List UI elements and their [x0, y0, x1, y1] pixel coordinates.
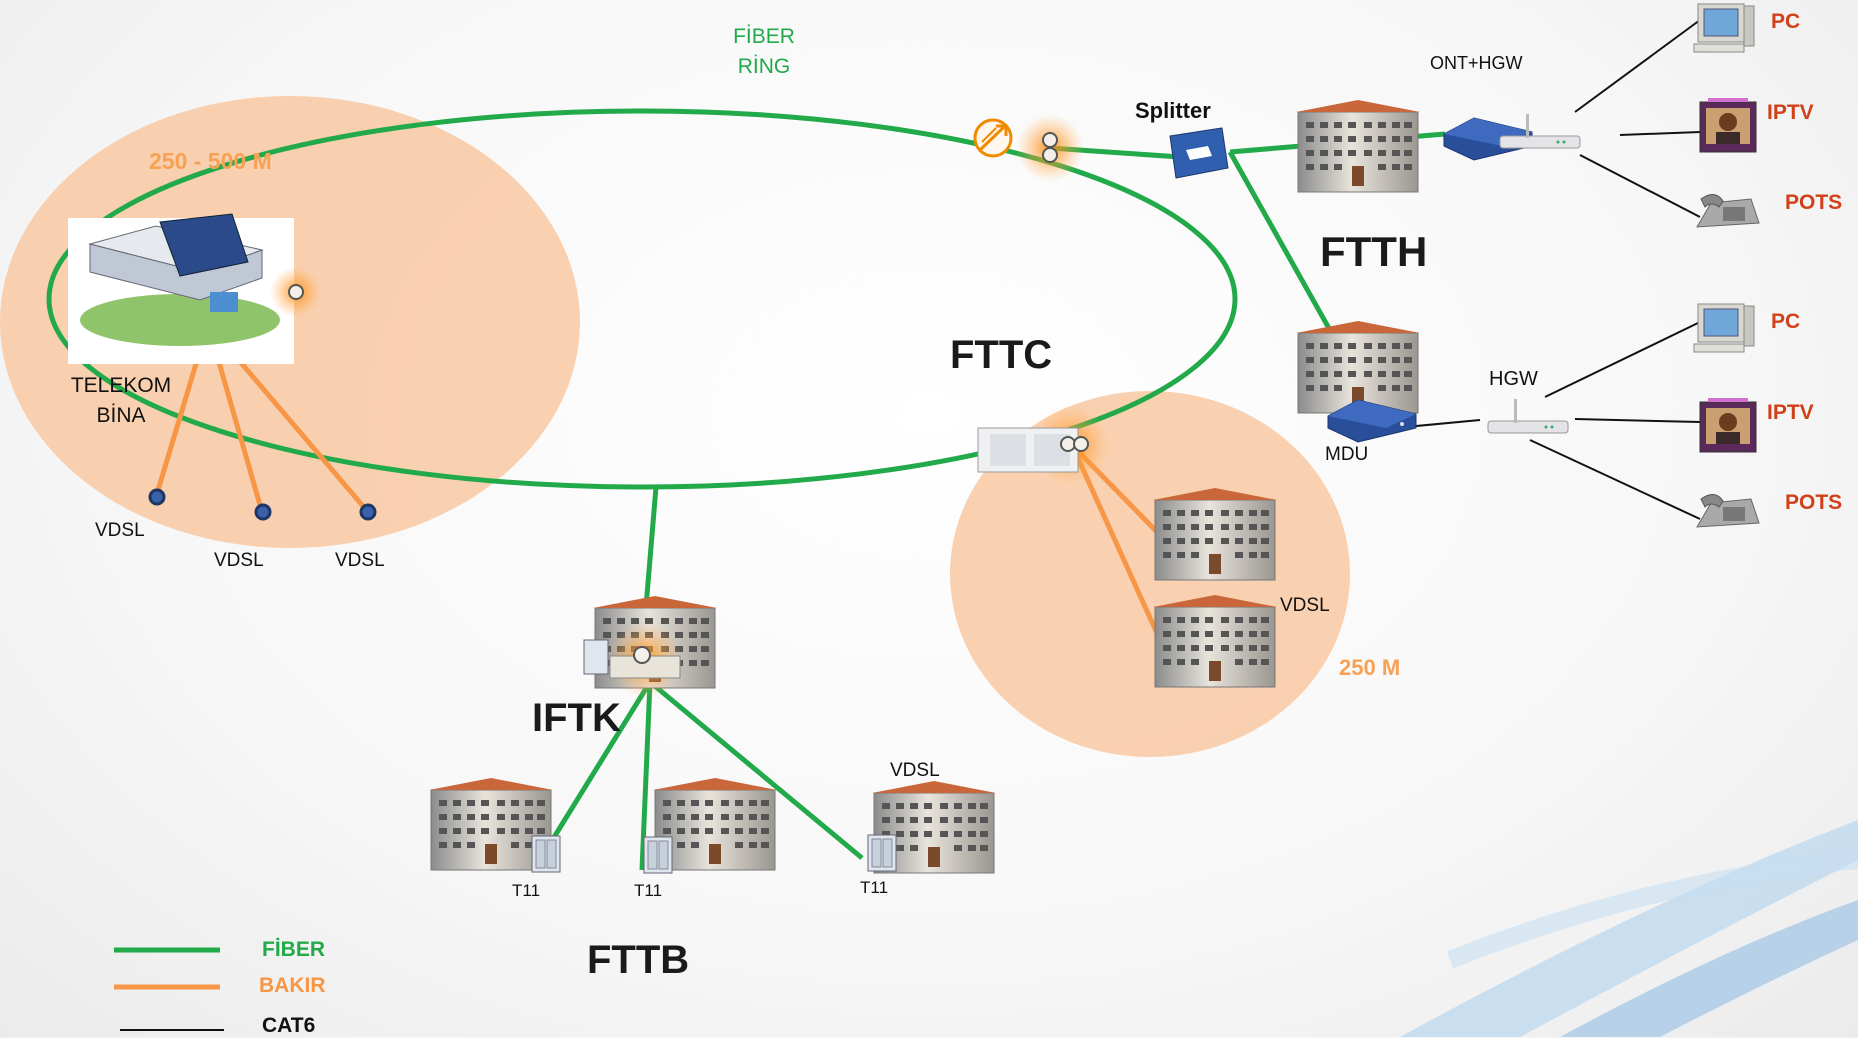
pots-label-bottom: POTS — [1785, 491, 1843, 514]
legend-fiber-label: FİBER — [262, 938, 325, 961]
hgw-router-icon — [1487, 398, 1569, 434]
t11-label-3: T11 — [860, 878, 889, 897]
pc-label-top: PC — [1771, 10, 1801, 33]
iptv-label-bottom: IPTV — [1767, 401, 1814, 424]
legend-copper-label: BAKIR — [259, 974, 326, 997]
zone-left-range: 250 - 500 M — [149, 148, 272, 174]
t11-cabinet-1 — [531, 835, 561, 873]
t11-label-2: T11 — [634, 881, 663, 900]
pc-icon-top — [1693, 3, 1755, 53]
swoosh-decoration-2 — [1560, 900, 1858, 1037]
pots-label-top: POTS — [1785, 191, 1843, 214]
connector-nodes — [288, 132, 1089, 664]
vdsl-label-left-3: VDSL — [335, 550, 385, 571]
vdsl-endpoints — [148, 488, 377, 521]
phone-icon-bottom — [1696, 493, 1760, 528]
t11-cabinet-2 — [643, 836, 673, 874]
hgw-label: HGW — [1489, 368, 1538, 390]
fiber-ring — [46, 108, 1238, 490]
vdsl-label-left-1: VDSL — [95, 520, 145, 541]
splitter-label: Splitter — [1135, 98, 1211, 123]
phone-icon-top — [1696, 193, 1760, 228]
ftth-label: FTTH — [1320, 228, 1428, 275]
iftk-label: IFTK — [532, 696, 621, 740]
vdsl-label-building: VDSL — [890, 760, 940, 781]
mdu-building — [1295, 320, 1421, 414]
fttc-label: FTTC — [950, 333, 1053, 377]
vdsl-label-cabinet: VDSL — [1280, 595, 1330, 616]
vdsl-label-left-2: VDSL — [214, 550, 264, 571]
fttb-label: FTTB — [587, 938, 690, 982]
mdu-label: MDU — [1325, 444, 1369, 465]
legend-cat6-label: CAT6 — [262, 1014, 316, 1037]
vdsl-building-1 — [1152, 487, 1278, 581]
splitter-icon — [1169, 127, 1229, 179]
tv-icon-bottom — [1699, 397, 1757, 453]
amplifier-icon — [973, 118, 1013, 158]
iptv-label-top: IPTV — [1767, 101, 1814, 124]
t11-cabinet-3 — [867, 834, 897, 872]
zone-right-range: 250 M — [1339, 655, 1401, 680]
pc-icon-bottom — [1693, 303, 1755, 353]
ftth-building — [1295, 99, 1421, 193]
swoosh-decoration-3 — [1446, 851, 1858, 969]
pc-label-bottom: PC — [1771, 310, 1801, 333]
t11-label-1: T11 — [512, 881, 541, 900]
ont-hgw-label: ONT+HGW — [1430, 53, 1523, 73]
tv-icon-top — [1699, 97, 1757, 153]
vdsl-building-2 — [1152, 594, 1278, 688]
telekom-building — [68, 213, 294, 364]
cat6-lines — [1394, 19, 1701, 520]
